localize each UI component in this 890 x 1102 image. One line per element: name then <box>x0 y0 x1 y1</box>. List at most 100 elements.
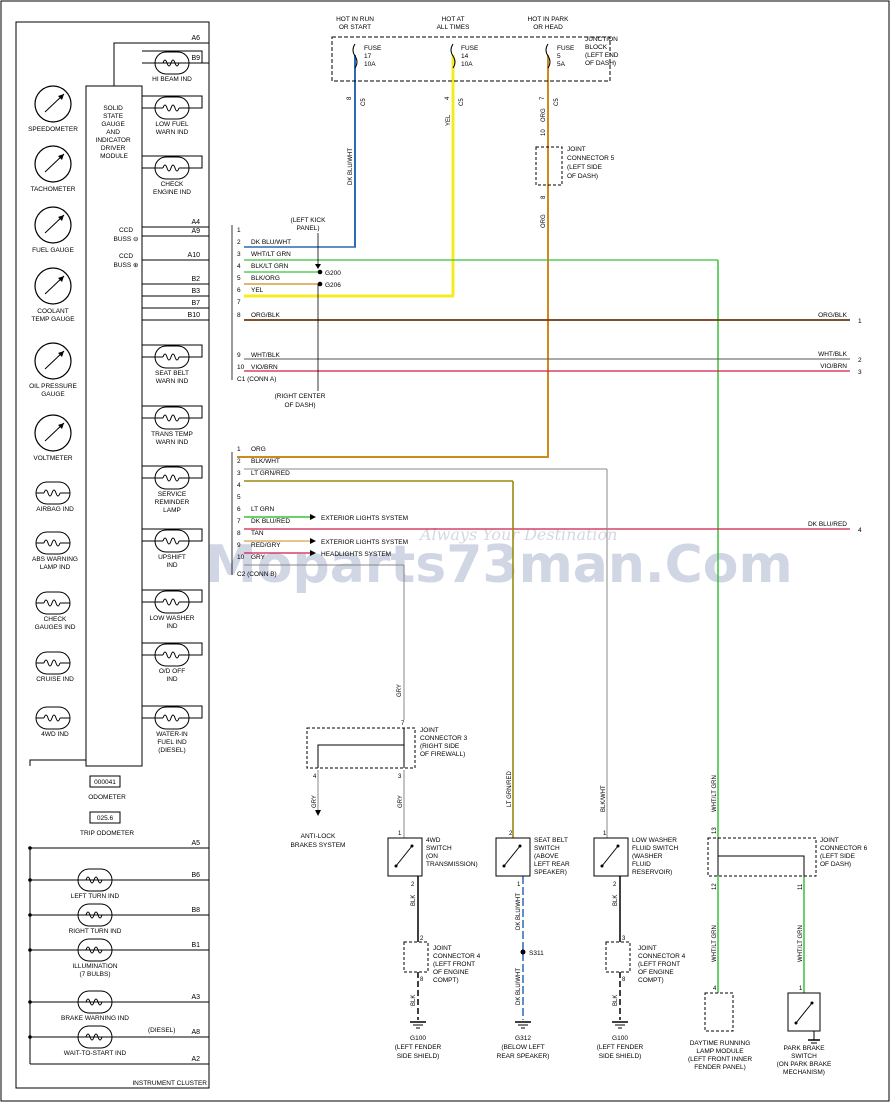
svg-text:DK BLU/WHT: DK BLU/WHT <box>516 893 522 930</box>
c2-name: C2 (CONN B) <box>237 571 277 578</box>
svg-text:VIO/BRN: VIO/BRN <box>820 363 847 370</box>
svg-text:3: 3 <box>237 470 241 477</box>
svg-text:3: 3 <box>858 369 862 376</box>
svg-text:B7: B7 <box>191 300 200 307</box>
svg-text:BLK: BLK <box>613 895 619 906</box>
c1-pin-2: 2 DK BLU/WHT <box>237 239 291 246</box>
lamp-cruise-ind: CRUISE IND <box>35 651 74 683</box>
c2-pin-5: 5 <box>237 494 241 501</box>
svg-text:2: 2 <box>613 882 617 888</box>
wire-org-fuse5 <box>237 55 549 458</box>
label: HI BEAM IND <box>152 76 192 83</box>
lamp-left-turn-ind: LEFT TURN IND <box>71 868 120 900</box>
svg-text:YEL: YEL <box>446 114 452 126</box>
svg-text:1: 1 <box>398 831 402 837</box>
c1-pin-1: 1 <box>237 227 241 234</box>
svg-text:WHT/BLK: WHT/BLK <box>818 351 848 358</box>
cluster-title: INSTRUMENT CLUSTER <box>132 1080 207 1087</box>
gauge-voltmeter: VOLTMETER <box>33 414 73 462</box>
svg-text:B3: B3 <box>191 288 200 295</box>
svg-text:2: 2 <box>411 882 415 888</box>
wire-ltgrn-red <box>244 480 514 838</box>
svg-text:4: 4 <box>237 482 241 489</box>
svg-text:8: 8 <box>622 977 626 983</box>
cluster-pins <box>29 42 209 1065</box>
label: VOLTMETER <box>33 455 73 462</box>
svg-text:WHT/LT GRN: WHT/LT GRN <box>798 925 804 962</box>
lamp-airbag-ind: AIRBAG IND <box>35 481 74 513</box>
svg-text:BLK: BLK <box>613 995 619 1006</box>
svg-text:TAN: TAN <box>251 530 264 537</box>
svg-text:000041: 000041 <box>94 779 116 786</box>
svg-text:DK BLU/WHT: DK BLU/WHT <box>348 148 354 185</box>
svg-text:7: 7 <box>237 518 241 525</box>
svg-text:B10: B10 <box>188 312 201 319</box>
svg-text:BLK/LT GRN: BLK/LT GRN <box>251 263 289 270</box>
svg-text:B8: B8 <box>191 907 200 914</box>
lamp-brake-warning-ind: BRAKE WARNING IND <box>61 990 129 1022</box>
svg-text:C5: C5 <box>459 98 465 106</box>
svg-text:ODOMETER: ODOMETER <box>88 794 126 801</box>
wire-blk-wht <box>244 468 608 838</box>
wire-gry <box>244 564 405 720</box>
svg-text:GRY: GRY <box>251 554 266 561</box>
svg-text:11: 11 <box>798 883 804 890</box>
svg-text:GRY: GRY <box>398 795 404 808</box>
odometer: 000041 ODOMETER <box>88 775 126 801</box>
cluster-pin-labels: A6 B9 A4 A9 A10 B2 B3 B7 B10 A5 B6 B8 B1… <box>188 35 201 1063</box>
svg-text:BLK: BLK <box>411 995 417 1006</box>
svg-text:WHT/LT GRN: WHT/LT GRN <box>712 775 718 812</box>
svg-text:HEADLIGHTS SYSTEM: HEADLIGHTS SYSTEM <box>321 551 391 558</box>
svg-text:LT GRN/RED: LT GRN/RED <box>507 771 513 807</box>
svg-text:EXTERIOR LIGHTS SYSTEM: EXTERIOR LIGHTS SYSTEM <box>321 515 408 522</box>
wire-yel-fuse14 <box>244 55 455 298</box>
svg-text:VIO/BRN: VIO/BRN <box>251 364 278 371</box>
label: ILLUMINATION(7 BULBS) <box>72 963 117 978</box>
svg-text:YEL: YEL <box>251 287 264 294</box>
svg-text:2: 2 <box>237 239 241 246</box>
svg-text:BLK/WHT: BLK/WHT <box>251 458 280 465</box>
headlights-arrow: HEADLIGHTS SYSTEM <box>310 550 391 558</box>
svg-text:10: 10 <box>541 129 547 136</box>
label: FUEL GAUGE <box>32 247 74 254</box>
svg-text:3: 3 <box>237 251 241 258</box>
svg-text:DK BLU/WHT: DK BLU/WHT <box>251 239 291 246</box>
svg-text:DK BLU/WHT: DK BLU/WHT <box>516 968 522 1005</box>
svg-text:8: 8 <box>541 195 547 199</box>
module-label: SOLID STATE GAUGE AND INDICATOR DRIVER M… <box>96 105 133 160</box>
